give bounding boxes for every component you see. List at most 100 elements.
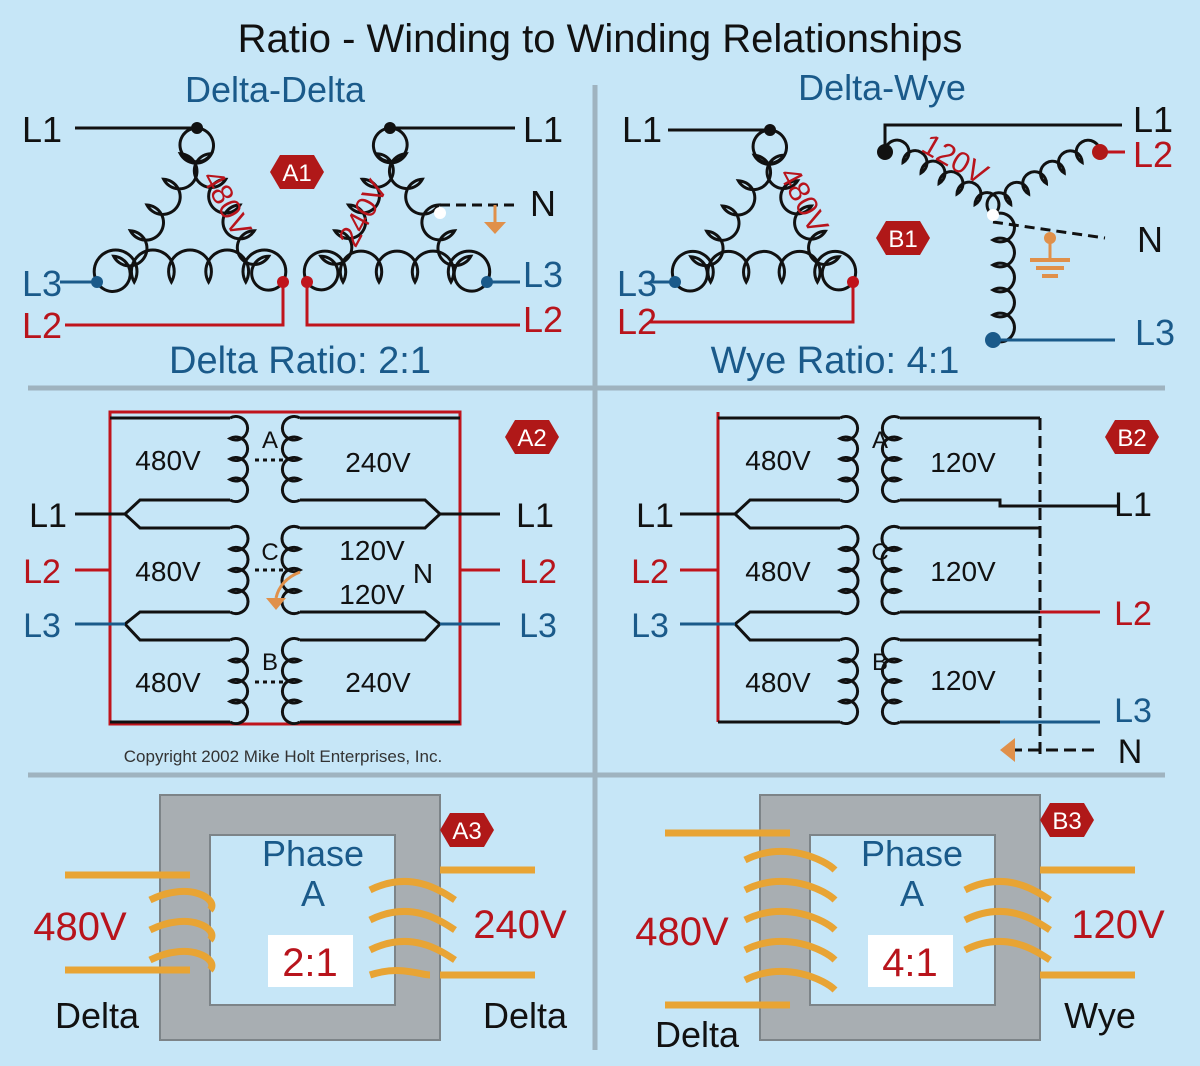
a1-primary-coil [92,248,288,286]
b3-right-type: Wye [1064,995,1136,1036]
panel-a2: L1 L1 L2 L2 L3 L3 480V 480V 480V 240V 12… [23,410,559,766]
b1-l2-label-right: L2 [1133,134,1173,175]
title: Ratio - Winding to Winding Relationships [238,17,963,61]
b1-wye-coil [985,138,1102,217]
b2-l3-label-right: L3 [1114,692,1152,730]
a2-secondary-voltage: 240V [345,667,411,698]
coil [226,524,250,616]
a1-n-label: N [530,183,556,224]
a1-primary-coil [95,126,215,293]
b2-l1-label-right: L1 [1114,486,1152,524]
ground-icon [1000,738,1015,762]
a2-l1-label: L1 [29,497,67,535]
a2-l3-label: L3 [23,607,61,645]
coil [280,636,304,726]
b2-primary-voltage: 480V [745,445,811,476]
b2-secondary-voltage: 120V [930,556,996,587]
a1-heading: Delta-Delta [185,69,366,110]
a1-l2-wire [65,282,285,327]
b3-phase-letter: A [900,873,924,914]
b3-ratio: 4:1 [882,941,938,985]
b3-left-voltage: 480V [635,910,729,954]
a1-l1-label-right: L1 [523,109,563,150]
a2-badge: A2 [505,420,559,454]
coil [280,414,304,504]
a3-right-voltage: 240V [473,903,567,947]
a2-primary-voltage: 480V [135,556,201,587]
svg-text:B3: B3 [1052,808,1081,835]
a2-primary-windings [226,414,304,726]
a3-secondary-coil [368,877,457,979]
coil [836,414,860,504]
a2-frame [108,410,462,726]
a3-ratio: 2:1 [282,941,338,985]
svg-text:B1: B1 [888,226,917,253]
panel-b3: Phase A 4:1 480V 120V Delta Wye B3 [635,794,1165,1055]
a1-neutral-point [434,207,446,219]
a1-l2-label-right: L2 [523,299,563,340]
panel-b2: L1 L2 L3 L1 L2 L3 N 480V 480V 480V 120V … [631,412,1159,771]
b2-l2-label: L2 [631,553,669,591]
svg-text:A1: A1 [282,160,311,187]
b3-badge: B3 [1040,803,1094,837]
b1-l3-label: L3 [617,263,657,304]
a2-l1-label-right: L1 [516,497,554,535]
b2-l2-label-right: L2 [1114,595,1152,633]
a2-primary-voltage: 480V [135,667,201,698]
b2-phase-label: C [871,539,888,566]
ground-icon [484,205,506,234]
a2-phase-label: A [262,427,278,454]
b2-n-label: N [1118,733,1143,771]
ground-icon [266,570,301,610]
b3-left-type: Delta [655,1014,740,1055]
a3-primary-coil [148,887,216,973]
b2-l1-label: L1 [636,497,674,535]
b2-primary-voltage: 480V [745,667,811,698]
coil [836,636,860,726]
a2-l2-label: L2 [23,553,61,591]
a2-secondary-voltage: 120V [339,535,405,566]
coil [880,524,904,616]
b1-primary-coil [670,250,858,286]
coil [880,636,904,726]
b1-ratio-label: Wye Ratio: 4:1 [711,340,960,382]
coil [226,636,250,726]
b2-l3-label: L3 [631,607,669,645]
a2-secondary-voltage: 120V [339,579,405,610]
b1-heading: Delta-Wye [798,67,966,108]
a2-l3-label-right: L3 [519,607,557,645]
a3-phase-letter: A [301,873,325,914]
panel-a3: Phase A 2:1 480V 240V Delta Delta A3 [33,794,568,1041]
b1-l3-label-right: L3 [1135,312,1175,353]
a2-primary-voltage: 480V [135,445,201,476]
b1-l1-wire-right [883,123,1122,152]
b2-primary-voltage: 480V [745,556,811,587]
a1-ratio-label: Delta Ratio: 2:1 [169,340,431,382]
a2-n-label: N [413,558,433,589]
b2-phase-label: A [872,427,888,454]
svg-text:A2: A2 [517,425,546,452]
svg-text:A3: A3 [452,818,481,845]
b2-badge: B2 [1105,420,1159,454]
a2-phase-label: B [262,649,278,676]
b1-wye-coil [883,138,1001,217]
a1-l3-label-right: L3 [523,254,563,295]
a3-right-type: Delta [483,995,568,1036]
ground-icon [1030,232,1070,278]
a2-l2-label-right: L2 [519,553,557,591]
a2-phase-label: C [261,539,278,566]
copyright: Copyright 2002 Mike Holt Enterprises, In… [124,747,442,766]
a1-l3-label: L3 [22,263,62,304]
a1-l2-label: L2 [22,305,62,346]
a1-badge: A1 [270,155,324,189]
a1-l2-wire-right [305,282,520,327]
b3-primary-coil [743,848,838,993]
b1-l1-label-right: L1 [1133,99,1173,140]
b3-core [759,794,1041,1041]
a3-phase-label: Phase [262,833,364,874]
b3-right-voltage: 120V [1071,903,1165,947]
b3-secondary-coil [963,877,1052,963]
b1-n-label: N [1137,219,1163,260]
a3-left-voltage: 480V [33,905,127,949]
